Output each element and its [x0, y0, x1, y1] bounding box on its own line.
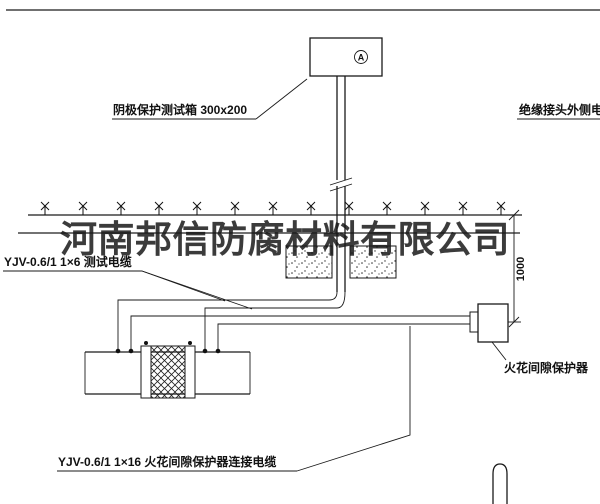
test-box: A — [309, 37, 383, 77]
dimension-text: 1000 — [515, 257, 527, 281]
test-box-label: 阴极保护测试箱 300x200 — [113, 102, 247, 117]
test-cable-label-group: YJV-0.6/1 1×6 测试电缆 — [3, 254, 253, 310]
leader-line — [491, 341, 507, 361]
dimension-1000: 1000 — [508, 209, 527, 328]
test-cable-label: YJV-0.6/1 1×6 测试电缆 — [4, 254, 132, 269]
dimension-tick — [508, 316, 520, 328]
conduit-break-icon — [329, 177, 353, 186]
leader-line — [296, 326, 411, 472]
leader-line — [141, 270, 253, 310]
dimension-tick — [508, 209, 520, 221]
test-cables — [117, 291, 346, 351]
meter-circle-icon — [354, 50, 368, 64]
spark-protector-label-group: 火花间隙保护器 — [491, 341, 589, 375]
flange-bolt-dot — [144, 341, 148, 345]
spark-gap-protector — [469, 303, 509, 343]
ground-line — [28, 201, 522, 216]
connection-cable-label: YJV-0.6/1 1×16 火花间隙保护器连接电缆 — [58, 454, 276, 469]
riser-conduit — [329, 76, 353, 292]
conduit-break-icon — [329, 183, 353, 192]
cable-weld-dot — [215, 348, 221, 354]
cable-weld-dot — [115, 348, 121, 354]
outer-cable-label-group: 绝缘接头外侧电缆 — [517, 102, 600, 120]
pipeline — [84, 341, 251, 399]
connection-cable-label-group: YJV-0.6/1 1×16 火花间隙保护器连接电缆 — [57, 326, 411, 472]
outer-cable-label: 绝缘接头外侧电缆 — [519, 102, 600, 117]
cable-weld-dot — [202, 348, 208, 354]
cable-weld-dot — [128, 348, 134, 354]
meter-symbol: A — [358, 53, 365, 63]
flange-bolt-dot — [188, 341, 192, 345]
test-box-label-group: 阴极保护测试箱 300x200 — [112, 78, 308, 120]
spark-gap-cables — [130, 315, 472, 351]
concrete-foundations — [285, 245, 397, 279]
spark-protector-label: 火花间隙保护器 — [504, 360, 589, 375]
leader-line — [255, 78, 308, 120]
detail-pipe-symbol — [492, 463, 508, 504]
insulating-joint — [140, 341, 196, 399]
